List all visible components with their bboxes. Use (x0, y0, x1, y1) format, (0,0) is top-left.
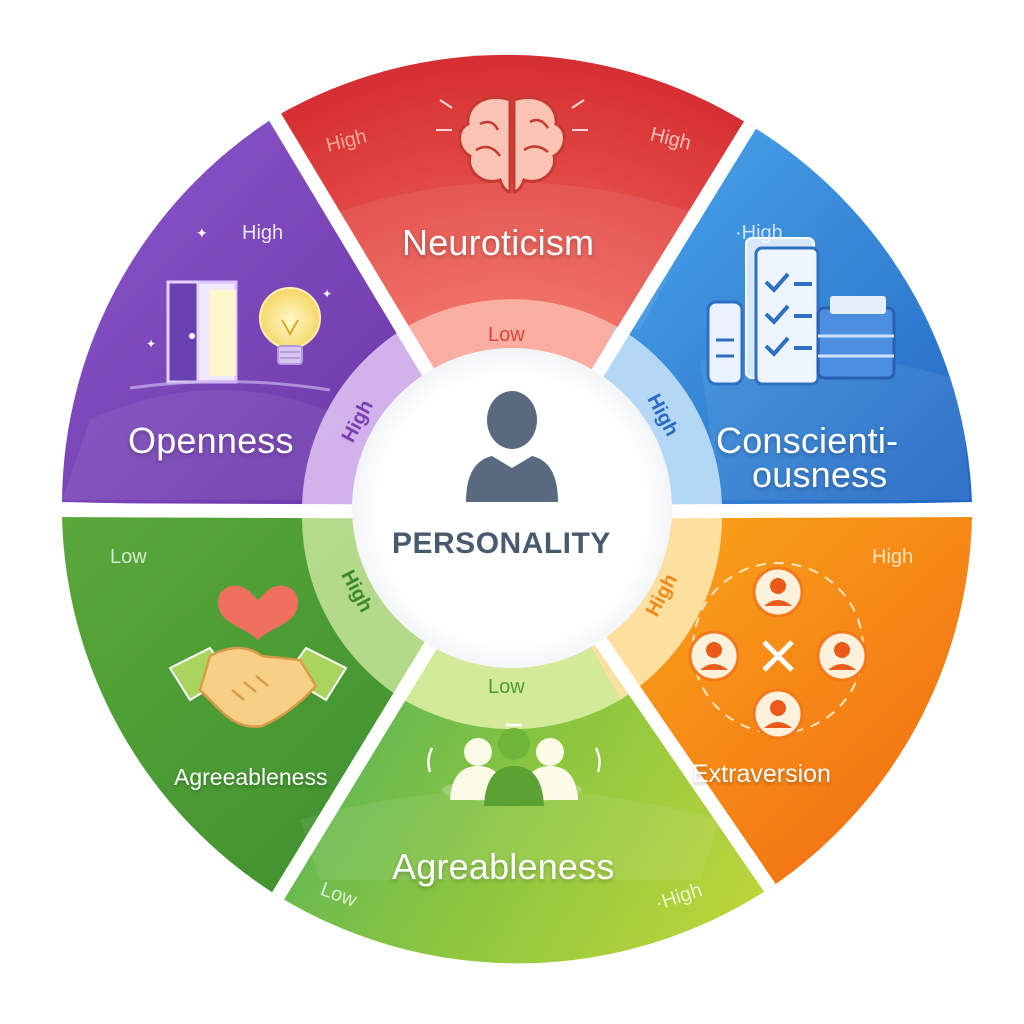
checklist-icon (706, 237, 896, 386)
segment-title-conscientiousness-line1: Conscienti- (716, 420, 899, 461)
segment-title-agreeableness-left: Agreeableness (174, 764, 328, 790)
segment-title-openness: Openness (128, 420, 294, 461)
svg-text:✦: ✦ (322, 287, 332, 301)
segment-title-conscientiousness-line2: ousness (752, 454, 888, 495)
svg-text:✦: ✦ (196, 226, 208, 242)
label-conscientiousness-high: ·High (735, 222, 783, 244)
ring-agreeableness-left (301, 515, 444, 700)
brain-icon (436, 96, 588, 194)
center-circle (352, 348, 672, 668)
ring-label-neuroticism: Low (488, 324, 525, 346)
ring-conscientiousness (578, 326, 722, 505)
label-openness-high: High (242, 222, 284, 244)
segment-neuroticism (275, 54, 750, 512)
svg-text:✦: ✦ (146, 337, 156, 351)
segment-title-agreableness-bottom: Agreableness (392, 846, 615, 887)
label-extraversion-high: High (872, 546, 914, 568)
center-label: PERSONALITY (392, 527, 611, 560)
group-icon (427, 723, 601, 806)
person-silhouette-icon (466, 391, 558, 502)
ring-label-agreableness-bottom: Low (488, 676, 525, 698)
people-network-icon (688, 562, 868, 740)
ring-openness (302, 326, 446, 505)
segment-title-neuroticism: Neuroticism (402, 222, 595, 263)
label-agreeableness-left-low: Low (110, 546, 147, 568)
door-lightbulb-icon: ✦ ✦ ✦ (129, 226, 332, 392)
handshake-heart-icon (168, 585, 348, 728)
segment-title-extraversion: Extraversion (692, 760, 831, 788)
